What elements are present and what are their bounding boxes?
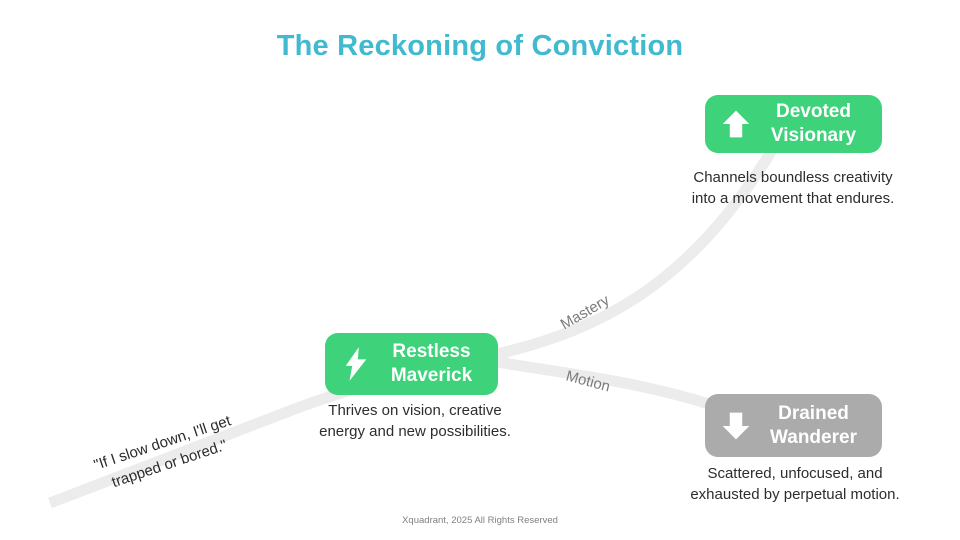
- node-desc-line: into a movement that endures.: [691, 189, 895, 207]
- arrow-down-icon: [717, 410, 755, 442]
- copyright-footer: Xquadrant, 2025 All Rights Reserved: [402, 515, 558, 526]
- node-desc-line: Scattered, unfocused, and: [707, 465, 883, 482]
- node-label-line: Visionary: [770, 125, 857, 146]
- node-restless-maverick-label: Restless Maverick: [375, 340, 488, 388]
- node-restless-maverick: Restless Maverick: [325, 333, 498, 395]
- node-drained-wanderer-label: Drained Wanderer: [755, 402, 872, 450]
- lightning-bolt-icon: [337, 345, 375, 383]
- node-devoted-visionary: Devoted Visionary: [705, 95, 882, 153]
- node-label-line: Restless: [392, 341, 471, 363]
- arrow-up-icon: [717, 108, 755, 140]
- page-title: The Reckoning of Conviction: [276, 30, 684, 62]
- node-devoted-visionary-label: Devoted Visionary: [755, 100, 872, 148]
- node-label-line: Devoted: [776, 101, 851, 123]
- node-desc-line: energy and new possibilities.: [319, 422, 511, 440]
- motion-path: [496, 356, 714, 411]
- node-label-line: Drained: [778, 402, 849, 424]
- node-desc-line: Thrives on vision, creative: [328, 402, 502, 419]
- node-desc-line: exhausted by perpetual motion.: [690, 485, 900, 503]
- node-drained-wanderer-desc: Scattered, unfocused, and exhausted by p…: [665, 464, 925, 505]
- node-devoted-visionary-desc: Channels boundless creativity into a mov…: [663, 168, 923, 209]
- node-label-line: Maverick: [390, 365, 473, 386]
- node-desc-line: Channels boundless creativity: [693, 169, 893, 186]
- mastery-path: [495, 147, 777, 360]
- node-label-line: Wanderer: [770, 426, 857, 448]
- node-restless-maverick-desc: Thrives on vision, creative energy and n…: [295, 401, 535, 442]
- node-drained-wanderer: Drained Wanderer: [705, 394, 882, 457]
